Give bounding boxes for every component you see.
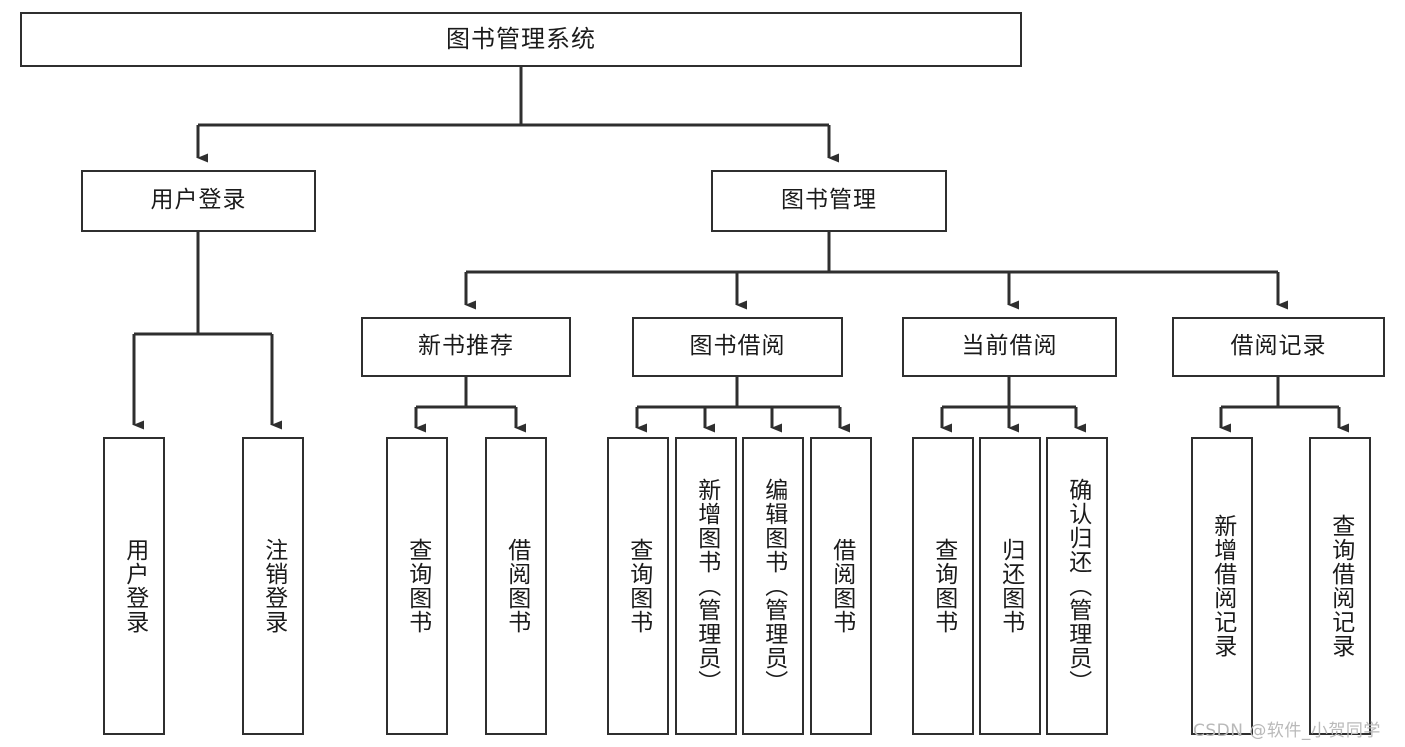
leaf-logout-login-label: 注销登录	[260, 538, 287, 634]
leaf-borrow-borrow-book-label: 借阅图书	[828, 538, 855, 634]
node-user-login[interactable]: 用户登录	[81, 170, 316, 232]
leaf-current-return-book-label: 归还图书	[997, 538, 1024, 634]
node-book-management[interactable]: 图书管理	[711, 170, 947, 232]
leaf-current-confirm-return-admin-label: 确认归还（管理员）	[1064, 478, 1091, 694]
leaf-current-query-book-label: 查询图书	[930, 538, 957, 634]
csdn-watermark: CSDN @软件_小贺同学	[1193, 721, 1381, 741]
leaf-current-confirm-return-admin[interactable]: 确认归还（管理员）	[1046, 437, 1108, 735]
leaf-current-return-book[interactable]: 归还图书	[979, 437, 1041, 735]
leaf-record-query-record[interactable]: 查询借阅记录	[1309, 437, 1371, 735]
leaf-borrow-add-book-admin-label: 新增图书（管理员）	[693, 478, 720, 694]
leaf-borrow-query-book-label: 查询图书	[625, 538, 652, 634]
node-user-login-label: 用户登录	[150, 187, 247, 214]
leaf-record-query-record-label: 查询借阅记录	[1327, 514, 1354, 658]
node-current-borrow[interactable]: 当前借阅	[902, 317, 1117, 377]
node-book-borrow-label: 图书借阅	[689, 333, 786, 360]
node-book-management-label: 图书管理	[781, 187, 877, 214]
leaf-recommend-borrow-book-label: 借阅图书	[503, 538, 530, 634]
leaf-borrow-query-book[interactable]: 查询图书	[607, 437, 669, 735]
leaf-borrow-edit-book-admin-label: 编辑图书（管理员）	[760, 478, 787, 694]
node-new-book-recommend-label: 新书推荐	[418, 333, 514, 360]
leaf-borrow-borrow-book[interactable]: 借阅图书	[810, 437, 872, 735]
node-book-borrow[interactable]: 图书借阅	[632, 317, 843, 377]
leaf-recommend-query-book-label: 查询图书	[404, 538, 431, 634]
node-root-label: 图书管理系统	[446, 25, 596, 54]
node-current-borrow-label: 当前借阅	[961, 333, 1058, 360]
leaf-recommend-borrow-book[interactable]: 借阅图书	[485, 437, 547, 735]
leaf-borrow-edit-book-admin[interactable]: 编辑图书（管理员）	[742, 437, 804, 735]
node-new-book-recommend[interactable]: 新书推荐	[361, 317, 571, 377]
node-root-system[interactable]: 图书管理系统	[20, 12, 1022, 67]
leaf-recommend-query-book[interactable]: 查询图书	[386, 437, 448, 735]
node-borrow-record-label: 借阅记录	[1230, 333, 1327, 360]
leaf-user-login-label: 用户登录	[121, 538, 148, 634]
leaf-logout-login[interactable]: 注销登录	[242, 437, 304, 735]
leaf-user-login[interactable]: 用户登录	[103, 437, 165, 735]
leaf-record-add-record-label: 新增借阅记录	[1209, 514, 1236, 658]
leaf-record-add-record[interactable]: 新增借阅记录	[1191, 437, 1253, 735]
node-borrow-record[interactable]: 借阅记录	[1172, 317, 1385, 377]
leaf-current-query-book[interactable]: 查询图书	[912, 437, 974, 735]
leaf-borrow-add-book-admin[interactable]: 新增图书（管理员）	[675, 437, 737, 735]
